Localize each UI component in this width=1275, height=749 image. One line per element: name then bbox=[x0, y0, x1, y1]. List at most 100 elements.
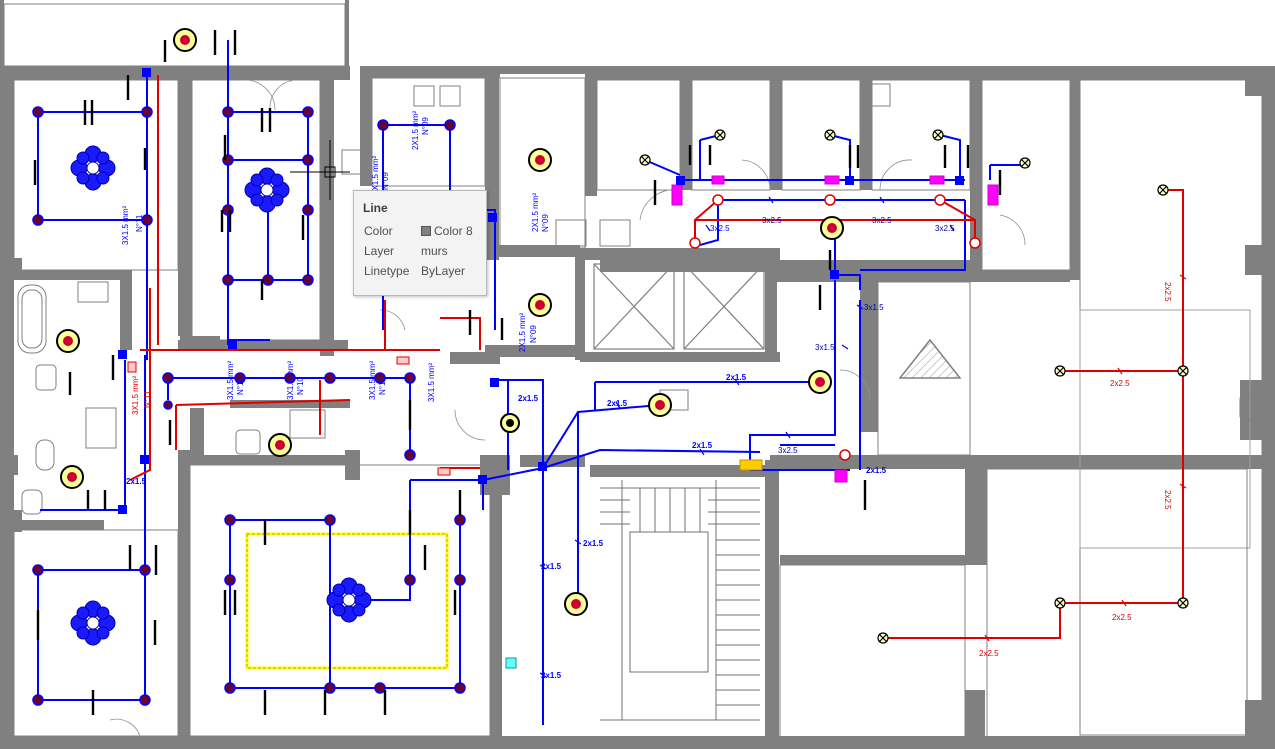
circuit-label: 2x1.5 bbox=[541, 671, 562, 680]
circuit-label: 2x1.5 bbox=[583, 539, 604, 548]
chandeliers bbox=[70, 145, 372, 646]
color-swatch-icon bbox=[421, 226, 431, 236]
circuit-label: 3x1.5 bbox=[815, 343, 835, 352]
socket-icon bbox=[969, 237, 981, 249]
ceiling-light-icon bbox=[141, 106, 153, 118]
ceiling-light-icon bbox=[444, 119, 456, 131]
circuit-label: 3x1.5 bbox=[864, 303, 884, 312]
socket-icon bbox=[824, 194, 836, 206]
circuit-label: N°10 bbox=[296, 377, 305, 395]
power-outlets bbox=[127, 356, 451, 476]
ceiling-light-icon bbox=[324, 514, 336, 526]
junction-box-icon bbox=[228, 340, 237, 349]
sanitary-fixtures bbox=[17, 83, 1261, 515]
x-lights bbox=[639, 129, 1189, 644]
tooltip-key: Color bbox=[364, 224, 393, 238]
ceiling-light-icon bbox=[32, 564, 44, 576]
switch-icon bbox=[824, 175, 840, 185]
ceiling-light-icon bbox=[1054, 597, 1066, 609]
wall-light-icon bbox=[528, 293, 552, 317]
ceiling-light-icon bbox=[454, 574, 466, 586]
wall-light-icon bbox=[820, 216, 844, 240]
circuit-label: 2X1.5 mm² bbox=[518, 313, 527, 352]
door-swings bbox=[109, 79, 1026, 737]
junction-box-icon bbox=[118, 505, 127, 514]
circuit-ticks bbox=[984, 274, 1187, 642]
wall-light-icon bbox=[60, 465, 84, 489]
ceiling-light-icon bbox=[224, 574, 236, 586]
circuit-label: 3x2.5 bbox=[935, 224, 955, 233]
ceiling-light-icon bbox=[224, 514, 236, 526]
chandelier-icon bbox=[326, 577, 372, 623]
tooltip-key: Linetype bbox=[364, 264, 410, 278]
circuit-label: 3X1.5 mm² bbox=[368, 361, 377, 400]
junction-box-icon bbox=[676, 176, 685, 185]
ceiling-light-icon bbox=[32, 214, 44, 226]
ceiling-light-icon bbox=[139, 694, 151, 706]
ceiling-light-icon bbox=[714, 129, 726, 141]
wall-light-icon bbox=[564, 592, 588, 616]
wall-light-icon bbox=[648, 393, 672, 417]
ceiling-light-icon bbox=[302, 154, 314, 166]
entity-properties-tooltip: Line Color Color 8 Layer murs Linetype B… bbox=[353, 190, 487, 296]
ceiling-light-icon bbox=[324, 682, 336, 694]
switch-icon bbox=[987, 184, 999, 206]
ceiling-light-icon bbox=[162, 372, 174, 384]
junction-box-icon bbox=[142, 68, 151, 77]
circuit-label: 2x1.5 bbox=[866, 466, 887, 475]
sockets bbox=[689, 194, 981, 461]
socket-icon bbox=[839, 449, 851, 461]
ceiling-light-icon bbox=[374, 682, 386, 694]
ceiling-light-icon bbox=[284, 372, 296, 384]
ceiling-light-icon bbox=[32, 106, 44, 118]
circuit-label: N°09 bbox=[421, 117, 430, 135]
ceiling-light-icon bbox=[222, 204, 234, 216]
ceiling-light-icon bbox=[141, 214, 153, 226]
wall-lights bbox=[56, 28, 844, 616]
circuit-label: 2x2.5 bbox=[1112, 613, 1132, 622]
circuit-annotations: 2x2.5 2x2.5 2x2.5 2x2.5 2x2.5 3x2.5 3x2.… bbox=[121, 111, 1172, 680]
circuit-label: 3x2.5 bbox=[762, 216, 782, 225]
ceiling-light-icon bbox=[639, 154, 651, 166]
chandelier-icon bbox=[70, 600, 116, 646]
switch-icon bbox=[929, 175, 945, 185]
ceiling-light-icon bbox=[1177, 597, 1189, 609]
selected-room-frame[interactable] bbox=[245, 532, 449, 670]
switch-icon bbox=[671, 184, 683, 206]
circuit-label: N°12 bbox=[378, 377, 387, 395]
wall-light-icon bbox=[500, 413, 520, 433]
distribution-panel bbox=[739, 459, 763, 471]
chandelier-icon bbox=[244, 167, 290, 213]
circuit-label: N°11 bbox=[135, 214, 144, 232]
junction-box-icon bbox=[478, 475, 487, 484]
circuit-label: 2x1.5 bbox=[541, 562, 562, 571]
wall-light-icon bbox=[268, 433, 292, 457]
wall-light-icon bbox=[528, 148, 552, 172]
circuit-label: N°09 bbox=[541, 214, 550, 232]
junction-box-icon bbox=[830, 270, 839, 279]
ceiling-light-icon bbox=[1019, 157, 1031, 169]
tooltip-value-text: Color 8 bbox=[434, 224, 473, 238]
circuit-label: 3x2.5 bbox=[778, 446, 798, 455]
ceiling-light-icon bbox=[139, 564, 151, 576]
circuit-label: 2x1.5 bbox=[607, 399, 628, 408]
tooltip-value: murs bbox=[421, 244, 448, 258]
power-wiring bbox=[129, 75, 1184, 639]
circuit-label: 3X1.5 mm² bbox=[286, 361, 295, 400]
circuit-label: 2x1.5 bbox=[726, 373, 747, 382]
cad-crosshair-cursor[interactable] bbox=[290, 140, 350, 200]
circuit-label: 2x2.5 bbox=[1163, 490, 1172, 510]
tooltip-value: Color 8 bbox=[421, 223, 473, 239]
circuit-label: 2x2.5 bbox=[1163, 282, 1172, 302]
ceiling-light-icon bbox=[404, 449, 416, 461]
ceiling-light-icon bbox=[1157, 184, 1169, 196]
tooltip-title: Line bbox=[363, 201, 388, 215]
circuit-label: 3X1.5 mm² bbox=[427, 363, 436, 402]
ceiling-light-icon bbox=[877, 632, 889, 644]
junction-box-icon bbox=[140, 455, 149, 464]
wall-light-icon bbox=[173, 28, 197, 52]
circuit-label: 2x1.5 bbox=[126, 477, 147, 486]
ceiling-light-icon bbox=[32, 694, 44, 706]
tooltip-value: ByLayer bbox=[421, 264, 466, 278]
